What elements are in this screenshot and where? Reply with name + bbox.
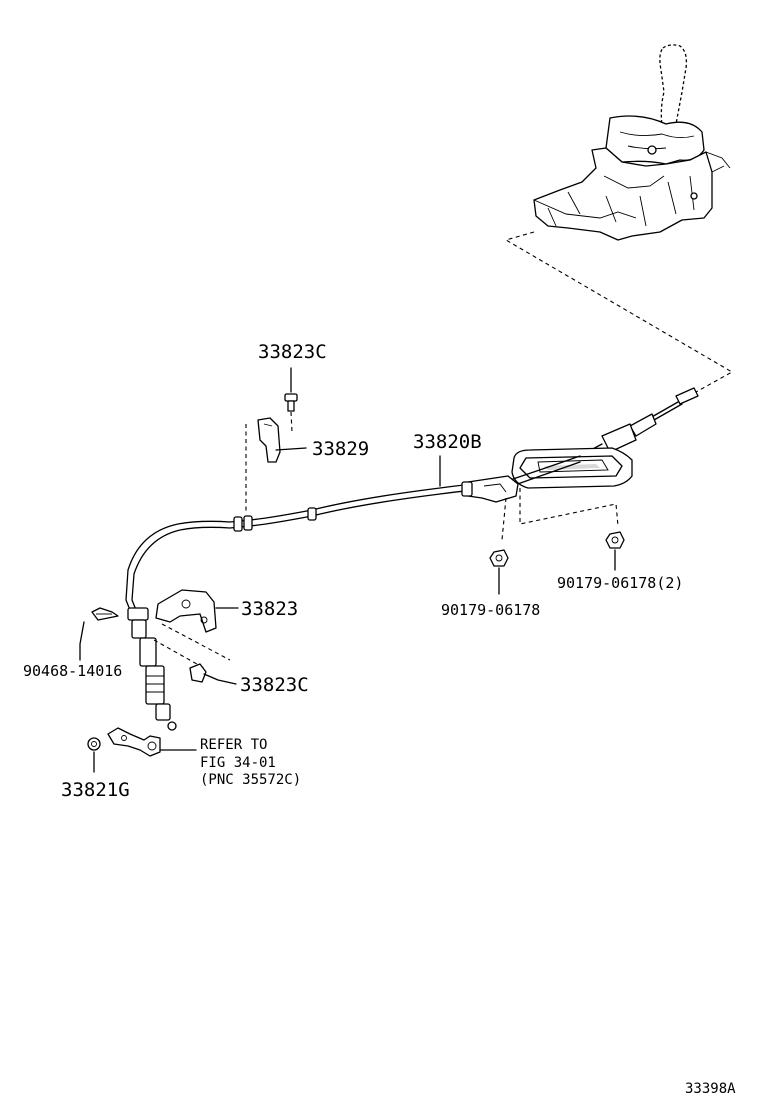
nut-90179-06178 xyxy=(489,549,509,595)
clamp-33829 xyxy=(257,417,307,463)
bolt-33823c-lower xyxy=(189,663,237,685)
label-33821g: 33821G xyxy=(61,779,130,801)
figure-id: 33398A xyxy=(685,1081,736,1097)
label-33823c-top: 33823C xyxy=(258,341,327,363)
cable-33820b xyxy=(125,455,581,611)
bolt-33823c-top xyxy=(284,367,298,412)
label-90468-14016: 90468-14016 xyxy=(23,662,122,680)
cable-lower-end xyxy=(127,607,177,731)
label-33820b: 33820B xyxy=(413,431,482,453)
shift-lever-assembly xyxy=(533,44,731,241)
nut-90179-06178-x2 xyxy=(605,531,625,571)
bracket-33823 xyxy=(155,589,239,633)
label-90179-06178: 90179-06178 xyxy=(441,601,540,619)
refer-line-1: REFER TO xyxy=(200,737,267,753)
refer-line-3: (PNC 35572C) xyxy=(200,772,301,788)
label-33823c-lower: 33823C xyxy=(240,674,309,696)
label-33823: 33823 xyxy=(241,598,298,620)
label-33829: 33829 xyxy=(312,438,369,460)
cable-base-plate xyxy=(511,447,633,489)
bushing-33821g xyxy=(87,737,101,773)
refer-line-2: FIG 34-01 xyxy=(200,755,276,771)
clip-90468-14016 xyxy=(79,607,119,661)
selector-lever-arm xyxy=(107,727,197,757)
label-90179-06178-x2: 90179-06178(2) xyxy=(557,574,683,592)
cable-shifter-end xyxy=(579,387,699,457)
